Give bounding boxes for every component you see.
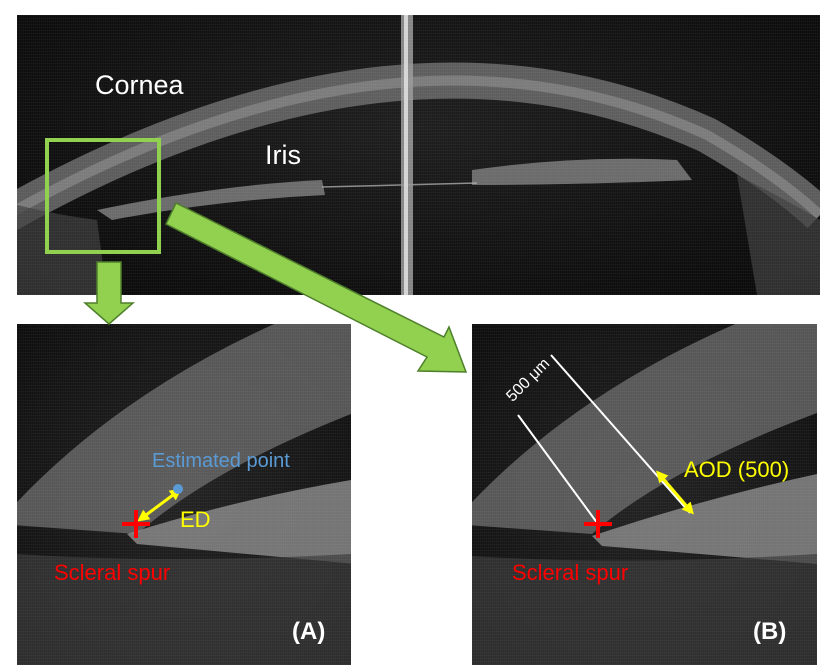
diagonal-arrow-icon <box>165 201 468 373</box>
sclera-a <box>17 554 351 665</box>
cornea-inner-band <box>17 75 820 219</box>
iris-right <box>472 158 692 185</box>
panel-b-drawing <box>472 324 817 665</box>
scale-line-left <box>517 414 599 525</box>
scleral-spur-label-a: Scleral spur <box>54 560 171 585</box>
zoom-highlight-box <box>45 138 161 254</box>
aod-label: AOD (500) <box>684 457 790 482</box>
ed-arrow <box>137 488 182 522</box>
lens-line <box>321 182 478 188</box>
estimated-point-marker <box>173 484 183 494</box>
cornea-band-b <box>472 324 817 534</box>
aod-arrow <box>656 470 694 515</box>
oct-overview-drawing <box>17 15 820 295</box>
central-reflection-core <box>404 15 408 295</box>
ed-label: ED <box>180 507 211 532</box>
panel-b-tag: (B) <box>753 618 787 645</box>
cornea-band-a <box>17 324 351 534</box>
panel-a-tag: (A) <box>292 618 326 645</box>
iris-left <box>97 180 325 220</box>
iris-label: Iris <box>265 140 301 170</box>
iris-band-a <box>127 480 351 564</box>
iris-band-b <box>592 474 817 564</box>
scleral-spur-label-b: Scleral spur <box>512 560 629 585</box>
estimated-point-label: Estimated point <box>152 450 290 472</box>
panel-a-drawing <box>17 324 351 665</box>
cornea-label: Cornea <box>95 70 184 100</box>
down-arrow-icon <box>83 261 135 325</box>
sclera-right <box>737 175 820 295</box>
scleral-spur-marker-a <box>122 510 150 538</box>
sclera-b <box>472 554 817 665</box>
scleral-spur-marker-b <box>584 510 612 538</box>
